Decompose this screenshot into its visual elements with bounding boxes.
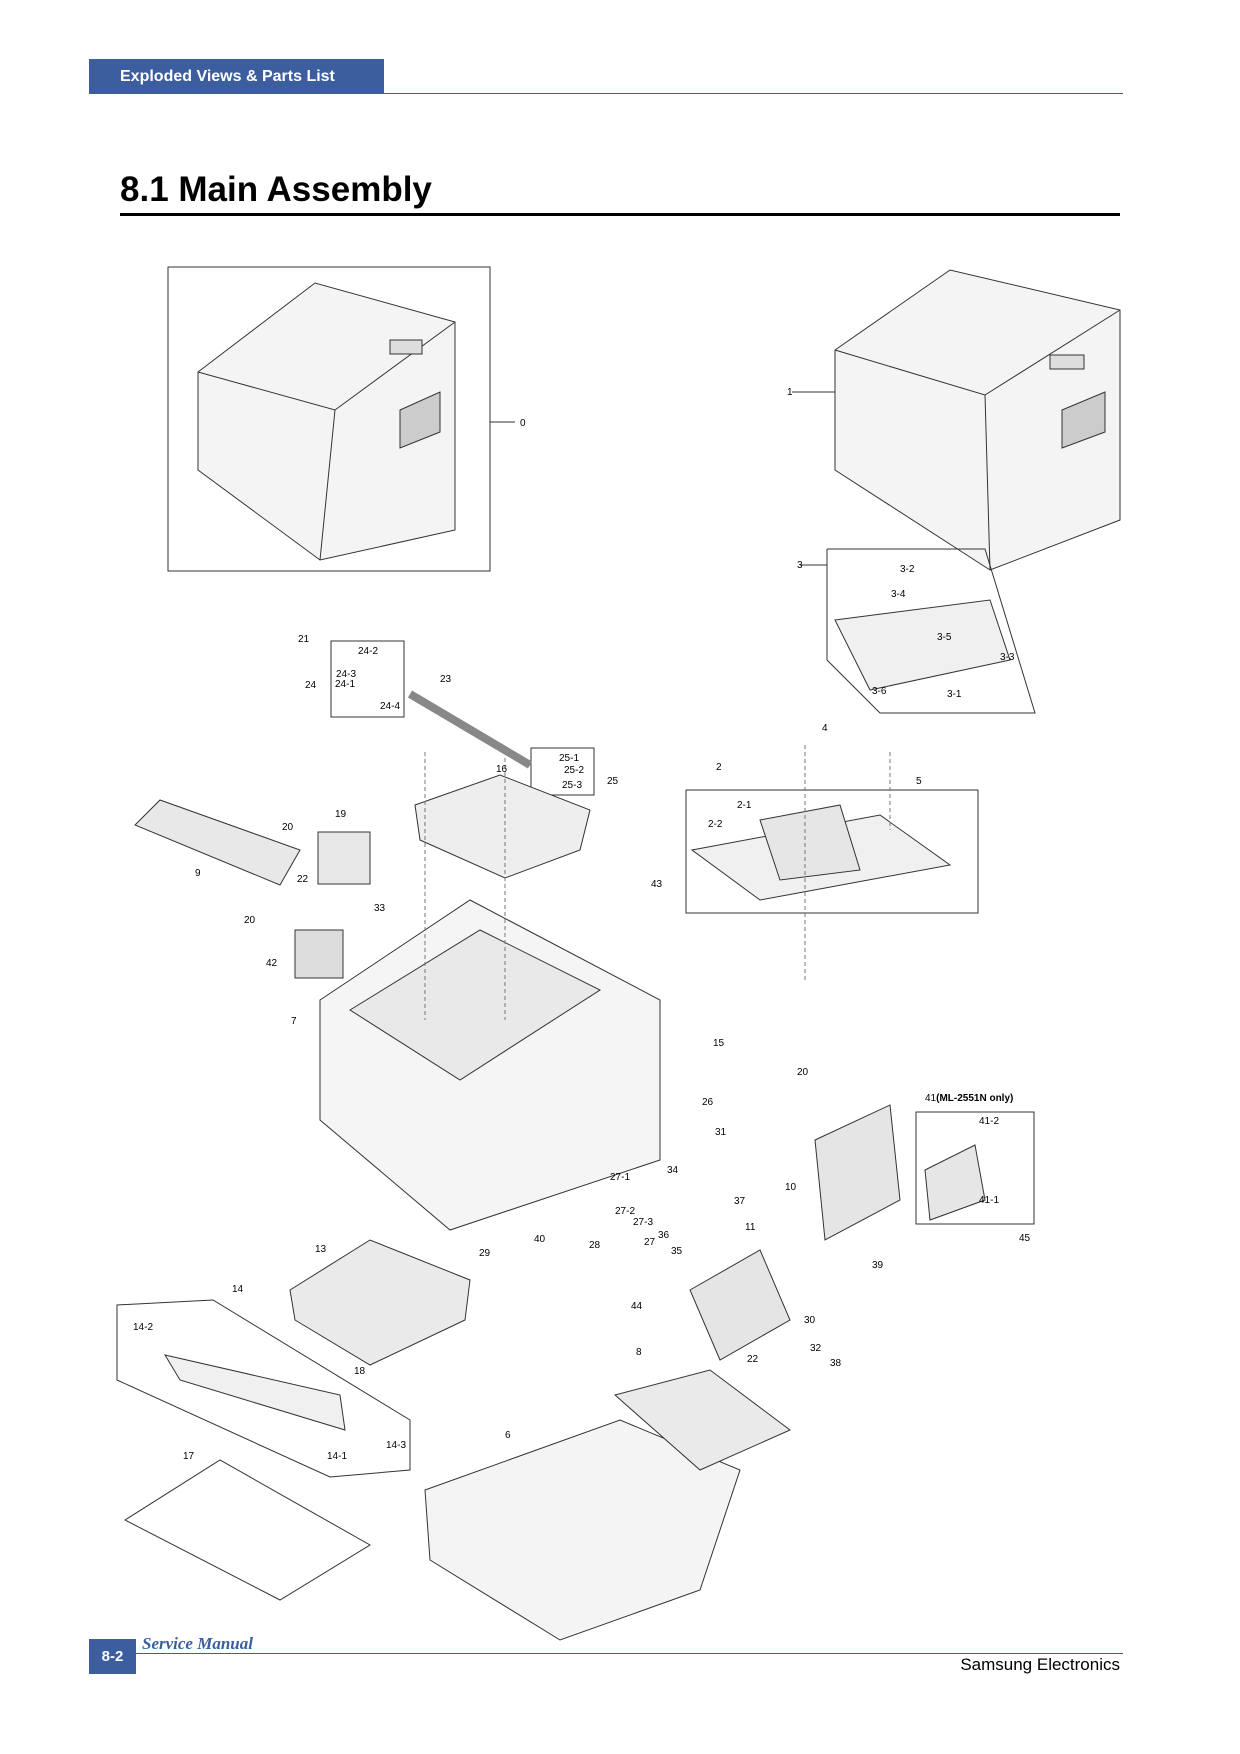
svg-text:14-2: 14-2 [133,1322,153,1333]
manual-label: Service Manual [142,1634,253,1653]
svg-text:25-2: 25-2 [564,765,584,776]
svg-text:36: 36 [658,1230,670,1241]
svg-text:27-2: 27-2 [615,1206,635,1217]
svg-text:2-1: 2-1 [737,800,752,811]
svg-text:24-1: 24-1 [335,679,355,690]
svg-text:14: 14 [232,1284,244,1295]
svg-text:3-4: 3-4 [891,589,906,600]
svg-text:3: 3 [797,560,803,571]
svg-text:17: 17 [183,1451,195,1462]
svg-text:30: 30 [804,1315,816,1326]
footer-rule [136,1653,1123,1654]
box-part-14 [116,1299,411,1478]
svg-text:14-1: 14-1 [327,1451,347,1462]
svg-text:9: 9 [195,868,201,879]
svg-text:32: 32 [810,1343,822,1354]
svg-text:25-1: 25-1 [559,753,579,764]
svg-text:2-2: 2-2 [708,819,723,830]
svg-text:33: 33 [374,903,386,914]
svg-text:18: 18 [354,1366,366,1377]
svg-text:16: 16 [496,764,508,775]
svg-text:3-1: 3-1 [947,689,962,700]
svg-text:34: 34 [667,1165,679,1176]
svg-text:25: 25 [607,776,619,787]
svg-text:22: 22 [747,1354,759,1365]
svg-text:13: 13 [315,1244,327,1255]
svg-text:3-3: 3-3 [1000,652,1015,663]
svg-text:27: 27 [644,1237,656,1248]
svg-text:5: 5 [916,776,922,787]
svg-text:42: 42 [266,958,278,969]
svg-text:4: 4 [822,723,828,734]
box-complete-printer [167,266,491,572]
svg-text:20: 20 [797,1067,809,1078]
box-part-24 [330,640,405,718]
svg-text:6: 6 [505,1430,511,1441]
svg-text:2: 2 [716,762,722,773]
svg-text:24: 24 [305,680,317,691]
svg-text:44: 44 [631,1301,643,1312]
svg-text:24-2: 24-2 [358,646,378,657]
box-part-41 [915,1111,1035,1225]
svg-text:24-3: 24-3 [336,669,356,680]
title-rule [120,213,1120,216]
svg-text:39: 39 [872,1260,884,1271]
svg-text:23: 23 [440,674,452,685]
svg-text:19: 19 [335,809,347,820]
header-rule [89,93,1123,94]
svg-text:3-2: 3-2 [900,564,915,575]
svg-text:45: 45 [1019,1233,1031,1244]
svg-text:7: 7 [291,1016,297,1027]
box-part-25 [530,747,595,796]
company-name: Samsung Electronics [960,1655,1120,1674]
svg-text:25-3: 25-3 [562,780,582,791]
svg-text:15: 15 [713,1038,725,1049]
svg-text:41(ML-2551N only): 41(ML-2551N only) [925,1093,1013,1104]
svg-text:27-1: 27-1 [610,1172,630,1183]
svg-text:41-1: 41-1 [979,1195,999,1206]
svg-text:24-4: 24-4 [380,701,400,712]
svg-text:21: 21 [298,634,310,645]
svg-text:0: 0 [520,418,526,429]
svg-text:20: 20 [282,822,294,833]
svg-text:37: 37 [734,1196,746,1207]
svg-text:22: 22 [297,874,309,885]
section-tab: Exploded Views & Parts List [89,59,384,94]
svg-text:27-3: 27-3 [633,1217,653,1228]
svg-text:29: 29 [479,1248,491,1259]
svg-text:40: 40 [534,1234,546,1245]
svg-text:3-5: 3-5 [937,632,952,643]
box-part-3 [826,548,1036,714]
svg-text:11: 11 [745,1222,756,1233]
svg-text:35: 35 [671,1246,683,1257]
svg-text:28: 28 [589,1240,601,1251]
page-number: 8-2 [89,1639,136,1674]
svg-text:31: 31 [715,1127,727,1138]
svg-text:10: 10 [785,1182,797,1193]
svg-text:43: 43 [651,879,663,890]
svg-text:20: 20 [244,915,256,926]
svg-text:8: 8 [636,1347,642,1358]
svg-text:26: 26 [702,1097,714,1108]
box-part-2 [685,789,979,914]
svg-text:38: 38 [830,1358,842,1369]
svg-text:14-3: 14-3 [386,1440,406,1451]
page-title: 8.1 Main Assembly [120,170,432,209]
svg-text:1: 1 [787,387,793,398]
svg-text:3-6: 3-6 [872,686,887,697]
svg-text:41-2: 41-2 [979,1116,999,1127]
